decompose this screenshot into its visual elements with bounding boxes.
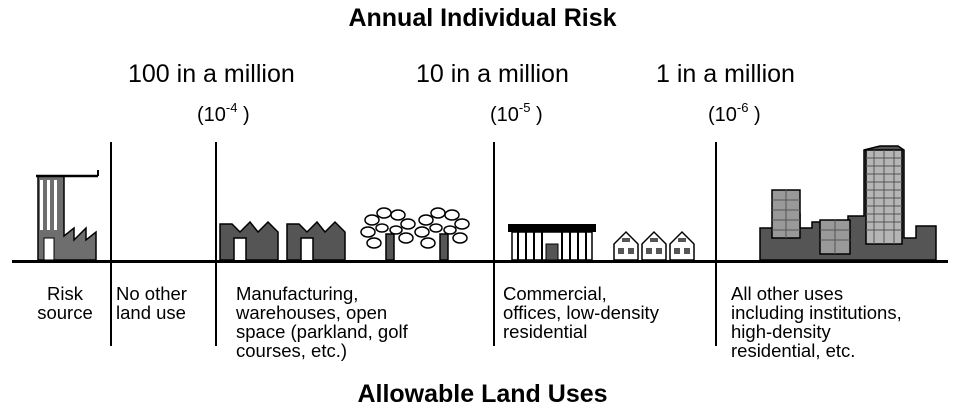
zone-label-risk-source: Risk source: [37, 283, 93, 323]
shops-and-houses-icon: [508, 224, 695, 261]
ground-line: [12, 260, 948, 263]
factory-tower-icon: [36, 170, 99, 261]
zone-label-commercial: Commercial, offices, low-density residen…: [503, 283, 659, 342]
risk-level-100: 100 in a million: [128, 60, 295, 88]
risk-exponent-6: (10-6 ): [708, 100, 761, 126]
risk-level-1: 1 in a million: [656, 60, 795, 88]
risk-exponent-4: (10-4 ): [197, 100, 250, 126]
factories-and-trees-icon: [219, 207, 470, 261]
risk-exponent-5: (10-5 ): [490, 100, 543, 126]
diagram-title: Annual Individual Risk: [348, 4, 617, 32]
zone-divider-2: [215, 142, 217, 346]
zone-label-manufacturing: Manufacturing, warehouses, open space (p…: [236, 283, 408, 361]
zone-label-all-other: All other uses including institutions, h…: [731, 283, 902, 361]
zone-divider-3: [493, 142, 495, 346]
risk-level-10: 10 in a million: [416, 60, 569, 88]
zone-divider-1: [110, 142, 112, 346]
footer-title: Allowable Land Uses: [357, 380, 608, 408]
city-skyline-icon: [759, 145, 937, 261]
zone-divider-4: [715, 142, 717, 346]
zone-label-no-other-use: No other land use: [116, 283, 187, 323]
